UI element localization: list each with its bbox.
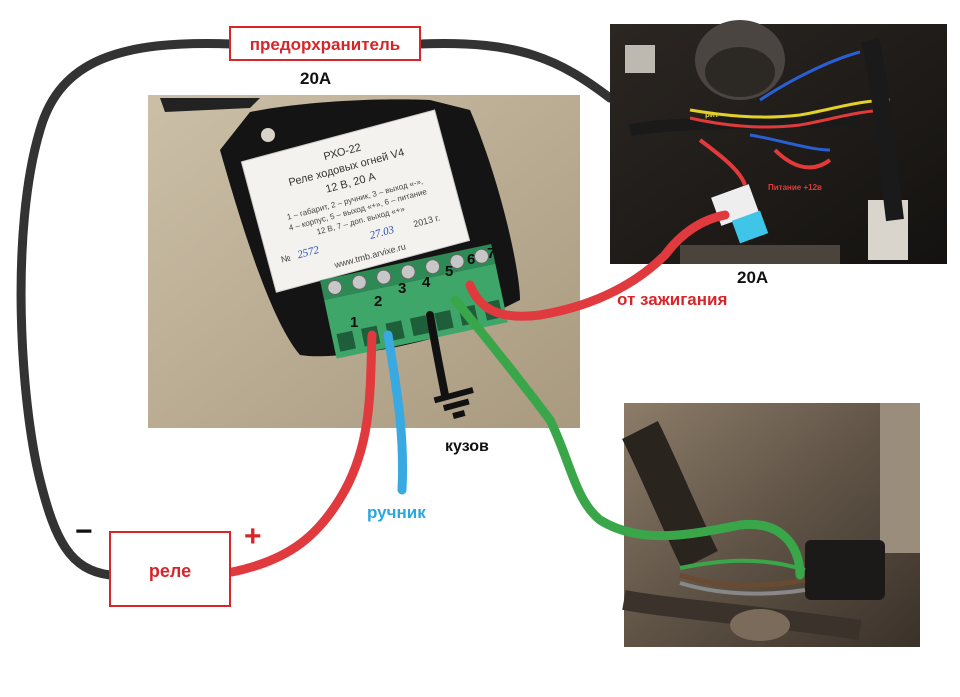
- fuse-to-battery-wire: [415, 39, 615, 103]
- sticker-serial-prefix: №: [280, 252, 292, 264]
- handbrake-wire: [383, 330, 408, 495]
- terminal-number-7: 7: [487, 245, 495, 262]
- relay-label: реле: [149, 561, 191, 581]
- engine-bay-photo: рит Питание +12в: [610, 20, 947, 264]
- ignition-wire: [465, 210, 730, 321]
- engine-wire-label: рит: [705, 110, 719, 119]
- terminal-number-2: 2: [374, 293, 382, 310]
- terminal-number-1: 1: [350, 314, 358, 331]
- relay-plus-wire: [227, 330, 377, 577]
- relay-box: реле: [109, 531, 231, 607]
- sticker-serial: 2572: [296, 244, 321, 261]
- engine-power-label: Питание +12в: [768, 183, 822, 192]
- terminal-number-4: 4: [422, 274, 431, 291]
- ground-symbol-icon: [433, 387, 474, 419]
- module-photo: РХО-22 Реле ходовых огней V4 12 В, 20 А …: [148, 95, 580, 428]
- fuse-box: предорхранитель: [229, 26, 421, 61]
- fuse-rating-photo: 20А: [737, 268, 768, 287]
- sensor-wire: [450, 295, 805, 580]
- ground-terminal-wire: [426, 311, 449, 399]
- fuse-rating-top: 20А: [300, 69, 331, 88]
- minus-sign: −: [75, 515, 93, 548]
- ground-wire: [16, 39, 237, 580]
- handbrake-label: ручник: [367, 503, 426, 522]
- terminal-number-5: 5: [445, 263, 453, 280]
- terminal-number-6: 6: [467, 251, 475, 268]
- ignition-label: от зажигания: [617, 290, 727, 309]
- brake-sensor-photo: [622, 403, 920, 647]
- fuse-label: предорхранитель: [250, 35, 401, 54]
- plus-sign: +: [244, 520, 262, 553]
- body-ground-label: кузов: [445, 438, 489, 455]
- terminal-number-3: 3: [398, 280, 406, 297]
